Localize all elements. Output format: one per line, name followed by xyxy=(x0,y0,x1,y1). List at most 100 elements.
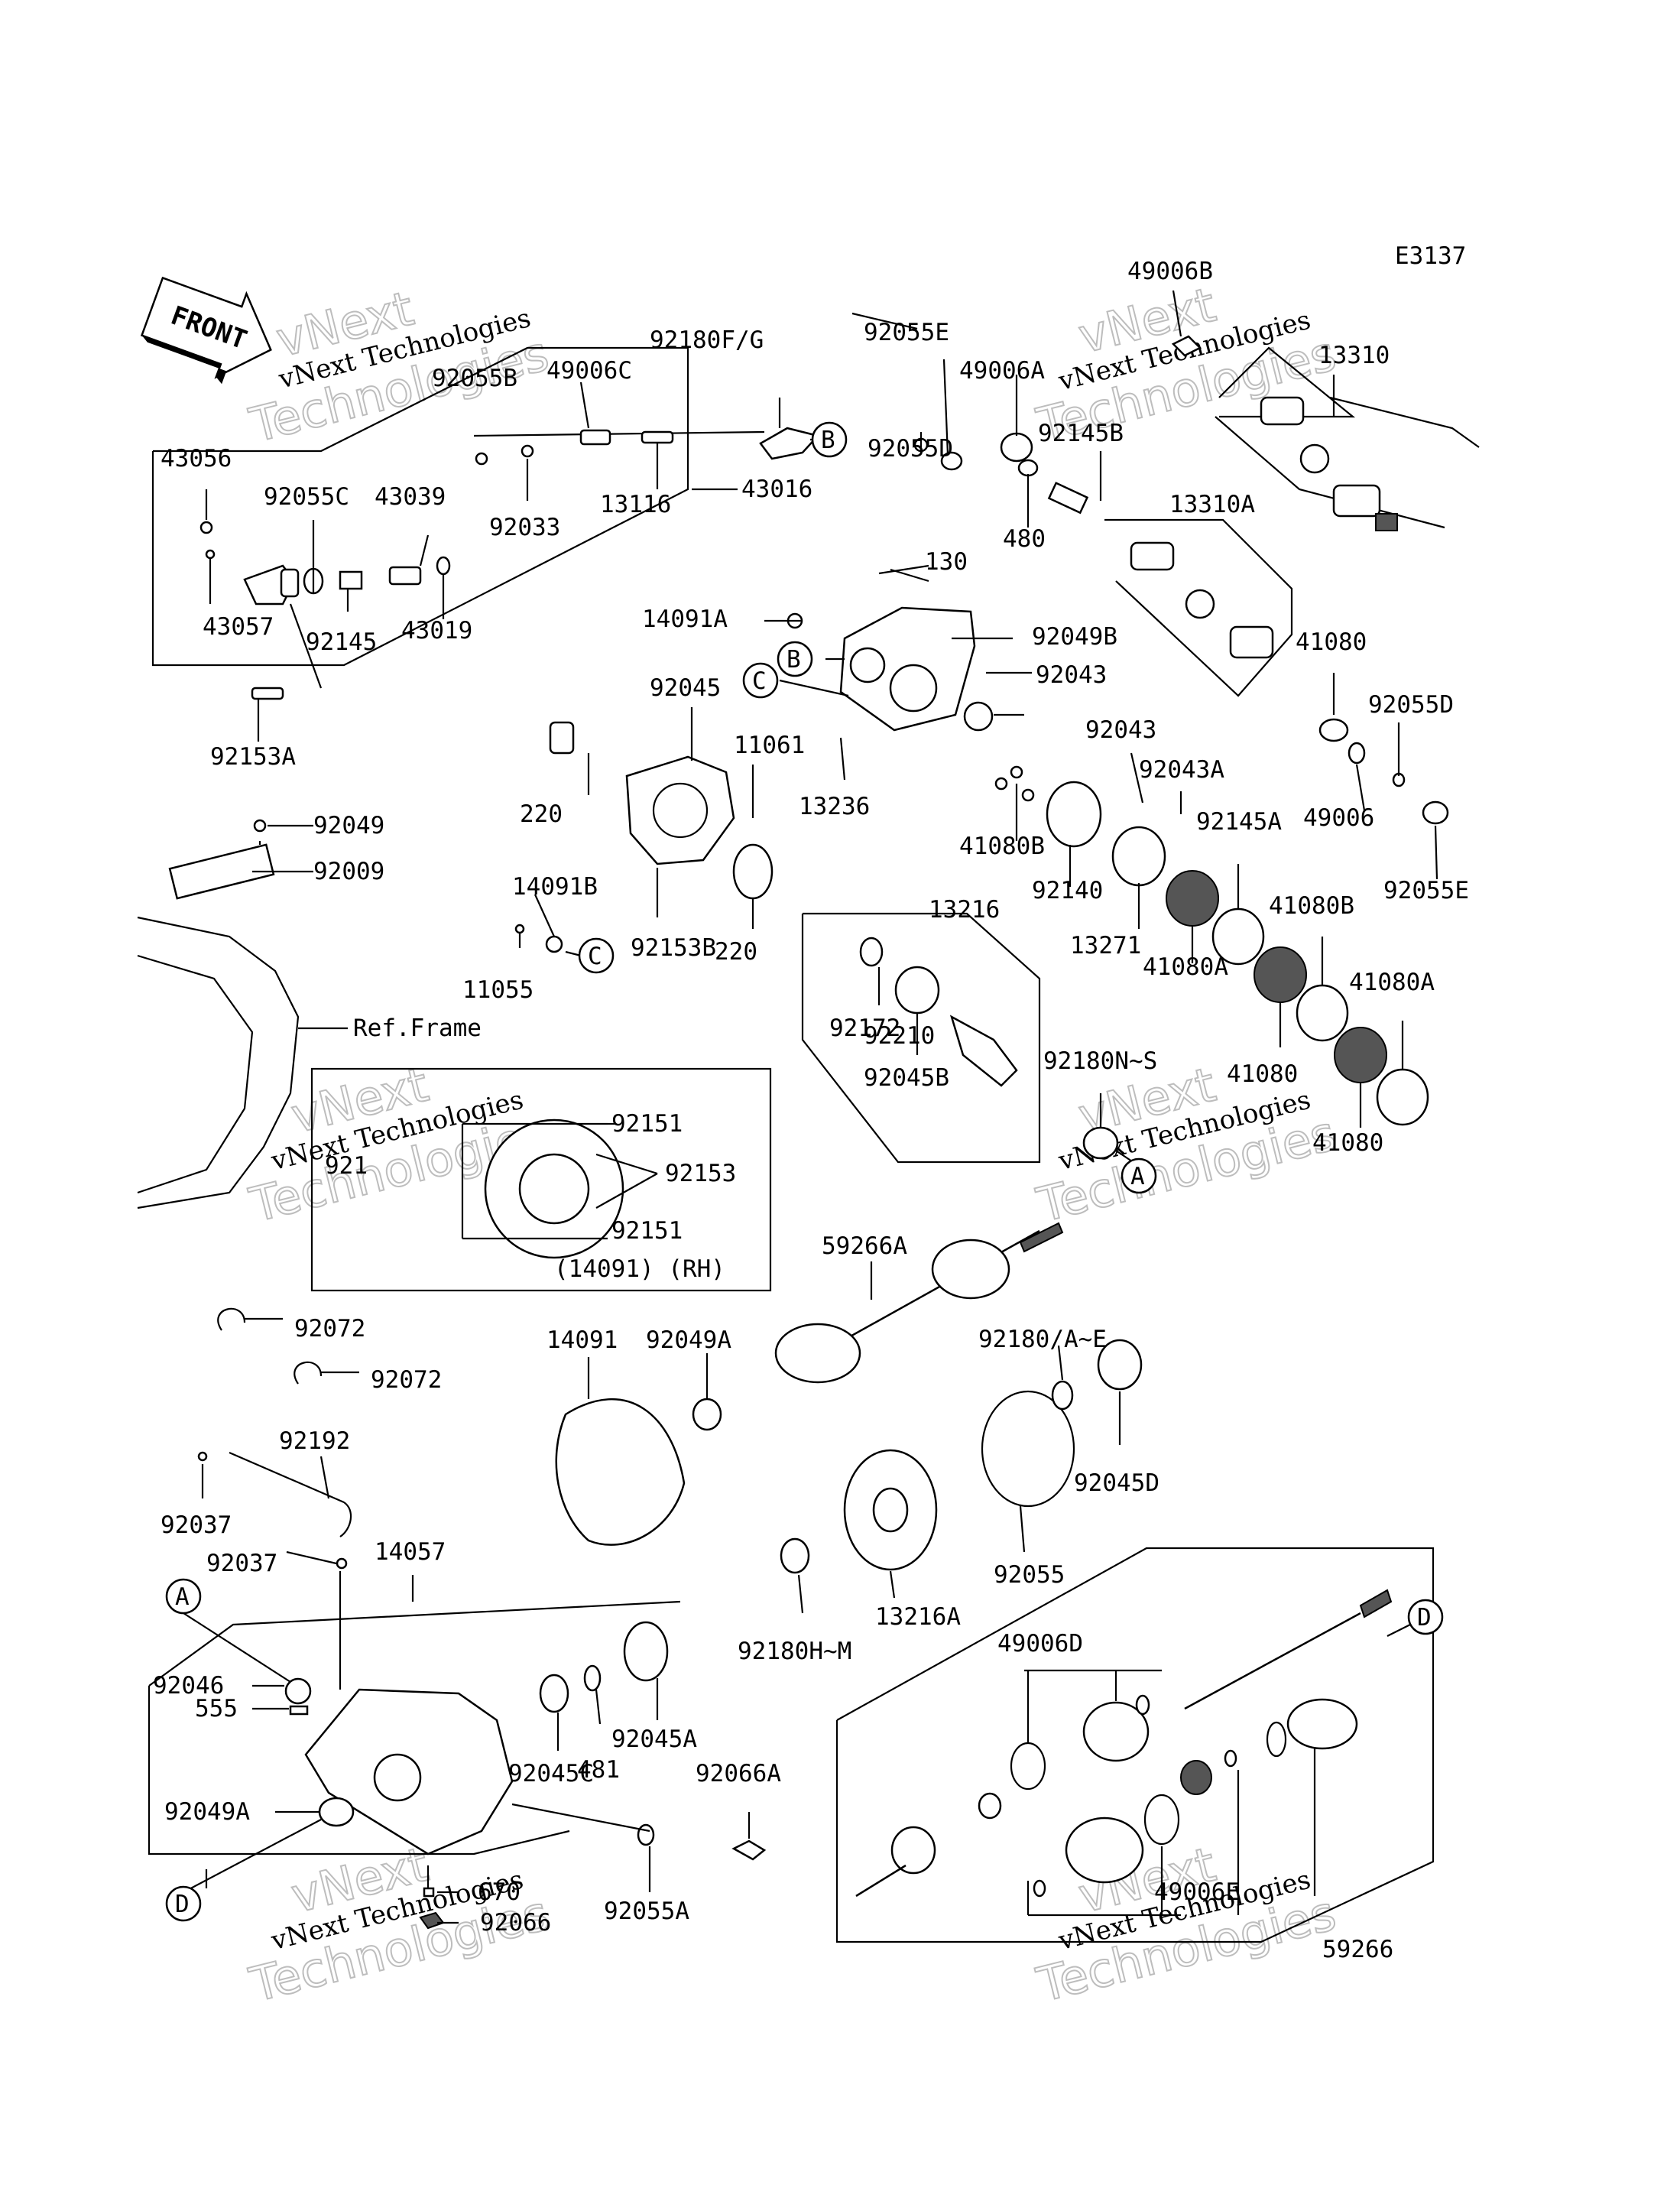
part-number-label: 92055D xyxy=(1368,691,1454,719)
bearing-92045 xyxy=(963,701,994,732)
ball-92140-b xyxy=(994,777,1008,791)
part-number-label: 92043A xyxy=(1139,756,1224,784)
part-number-label: 92045C xyxy=(508,1760,594,1787)
ball-92140-c xyxy=(1021,788,1035,802)
components xyxy=(137,335,1449,1930)
part-number-label: 92145 xyxy=(306,628,377,656)
inset-note: (14091) (RH) xyxy=(554,1255,725,1283)
cover-14091 xyxy=(555,1398,686,1546)
part-number-label: 92055A xyxy=(604,1898,689,1925)
part-number-label: 92045D xyxy=(1074,1469,1159,1497)
seal-49006C xyxy=(579,429,611,446)
boot-49006D xyxy=(1082,1701,1150,1762)
ball-92140 xyxy=(1010,765,1023,779)
part-number-label: 49006E xyxy=(1154,1878,1240,1906)
part-number-label: 92037 xyxy=(161,1511,232,1539)
part-number-label: 92033 xyxy=(489,514,560,541)
shim-92180HM xyxy=(780,1537,810,1574)
part-number-label: 49006A xyxy=(959,357,1045,385)
callout-B-housing: B xyxy=(777,641,813,677)
yoke-13310 xyxy=(1260,396,1305,426)
part-number-label: 92172 xyxy=(829,1015,900,1042)
callout-B-right: B xyxy=(811,421,848,458)
oring-92055A xyxy=(637,1823,655,1846)
part-number-label: 92055C xyxy=(264,483,349,511)
washer-670 xyxy=(423,1887,435,1898)
part-number-label: 14091B xyxy=(512,873,598,901)
callout-D-right: D xyxy=(1407,1599,1444,1635)
case-bore xyxy=(373,1753,422,1802)
bolt-92153B xyxy=(514,924,525,934)
inset-housing-bore xyxy=(518,1153,590,1225)
snap-ring xyxy=(1266,1721,1287,1758)
part-number-label: 43057 xyxy=(203,613,274,641)
callout-A-bottom: A xyxy=(165,1578,202,1615)
shim-92180NS xyxy=(1082,1126,1119,1160)
shaft-13116 xyxy=(641,430,674,444)
inset-ghost-label: 921 xyxy=(325,1152,368,1180)
part-number-label: 49006D xyxy=(997,1630,1083,1657)
joint-59266A xyxy=(931,1239,1010,1300)
bearing-49006A xyxy=(1000,432,1033,463)
part-number-label: 11055 xyxy=(462,976,534,1004)
callout-D-left: D xyxy=(165,1885,202,1922)
part-number-label: 92066A xyxy=(696,1760,781,1787)
yoke-13310-b xyxy=(1332,484,1381,518)
watermark: vNext vNext Technologies Technologies xyxy=(244,280,555,454)
callout-c-label: C xyxy=(752,667,767,695)
part-number-label: 43039 xyxy=(375,483,446,511)
part-number-label: 92072 xyxy=(371,1366,442,1394)
part-number-label: 92055 xyxy=(994,1561,1065,1589)
part-number-label: 92145A xyxy=(1196,808,1282,836)
bolt-92066A xyxy=(731,1839,767,1861)
disc-41080-b xyxy=(1254,946,1307,1003)
spline-59266A xyxy=(1019,1222,1064,1253)
part-number-label: 92009 xyxy=(313,858,384,885)
part-number-label: 130 xyxy=(925,548,968,576)
part-number-label: 13271 xyxy=(1070,932,1141,959)
callout-C-bracket: C xyxy=(578,937,615,974)
holder-92180FG xyxy=(759,427,820,460)
part-number-label: 43016 xyxy=(741,476,812,503)
part-number-label: 92153 xyxy=(665,1160,736,1187)
seal-92046 xyxy=(284,1677,312,1705)
bearing-92045B xyxy=(894,966,940,1015)
ref-frame-outline xyxy=(137,916,300,1209)
part-number-label: 13310A xyxy=(1169,491,1255,518)
part-number-label: 92151 xyxy=(611,1110,683,1138)
joint-59266 xyxy=(1286,1698,1358,1750)
seal-92049 xyxy=(1422,800,1449,825)
spring-92145B xyxy=(1047,482,1089,515)
part-number-label: 92049 xyxy=(313,812,384,839)
yoke-13310A xyxy=(1130,541,1175,571)
part-number-label: 13216A xyxy=(875,1603,961,1631)
oring-480 xyxy=(1017,459,1039,477)
joint-outer xyxy=(890,1826,936,1875)
part-number-label: 92153A xyxy=(210,743,296,771)
part-number-label: 14091 xyxy=(546,1326,618,1354)
pin-43057 xyxy=(205,549,216,560)
yoke-13310A-b xyxy=(1229,625,1274,659)
bracket-11055 xyxy=(545,935,563,953)
part-number-label: 92045B xyxy=(864,1064,949,1092)
part-number-label: 41080B xyxy=(959,833,1045,860)
boot-49006E xyxy=(1065,1817,1144,1884)
part-number-label: 220 xyxy=(715,938,757,966)
part-number-label: 41080 xyxy=(1296,628,1367,656)
part-number-label: 92180H~M xyxy=(738,1638,851,1665)
oring-92033 xyxy=(521,444,534,458)
part-number-label: 555 xyxy=(195,1695,238,1722)
part-number-label: 92055B xyxy=(432,365,517,392)
part-number-label: 43019 xyxy=(401,617,472,644)
part-number-label: 92037 xyxy=(206,1550,277,1577)
part-number-label: 41080 xyxy=(1312,1129,1383,1157)
part-number-label: 92049B xyxy=(1032,623,1117,651)
part-number-label: 13116 xyxy=(600,491,671,518)
part-number-label: 92049A xyxy=(646,1326,731,1354)
callout-b-label: B xyxy=(821,427,835,454)
cage-b xyxy=(978,1792,1002,1820)
bearing-92045D xyxy=(1097,1339,1143,1391)
shim-92180AE xyxy=(1051,1380,1074,1411)
